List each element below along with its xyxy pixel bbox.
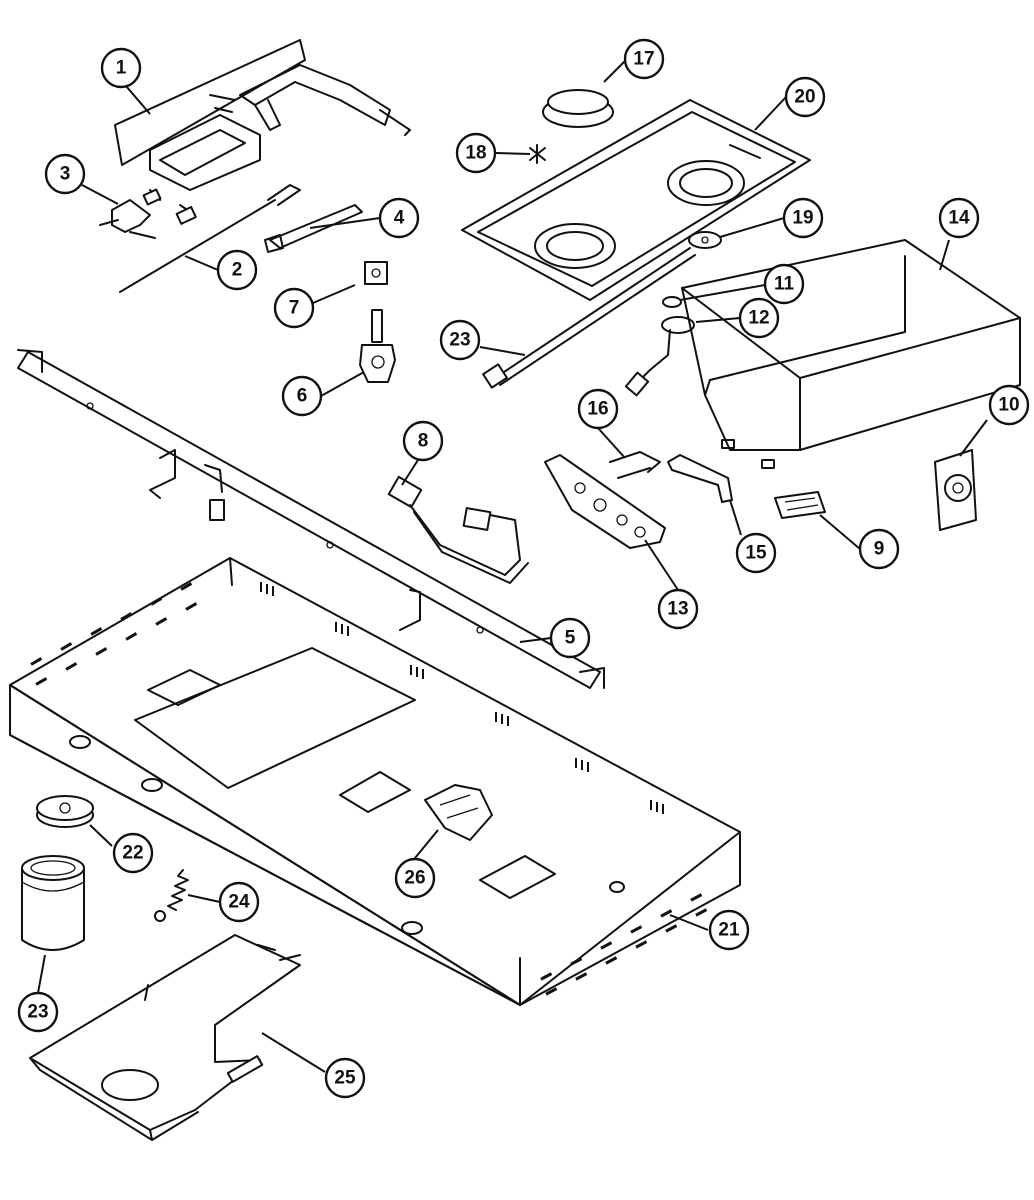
svg-text:15: 15 [745, 543, 767, 564]
spring-clip-part [529, 144, 546, 164]
callout-8: 8 [402, 420, 444, 462]
long-rail-part [17, 349, 605, 689]
callout-17: 17 [623, 38, 665, 80]
svg-text:18: 18 [465, 143, 486, 164]
callout-23-upper: 23 [439, 319, 481, 361]
svg-text:2: 2 [232, 260, 243, 281]
cylinder-part [21, 855, 85, 951]
callout-23-lower: 23 [17, 991, 59, 1033]
supply-tube-part [387, 475, 529, 584]
burner-assembly-part [114, 39, 411, 225]
svg-text:23: 23 [449, 330, 470, 351]
leader-lines [37, 60, 988, 1073]
bracket-clip-part [424, 784, 493, 841]
orifice-fitting-part [624, 316, 695, 397]
svg-text:17: 17 [633, 49, 654, 70]
callout-5: 5 [549, 617, 591, 659]
clip-part [364, 261, 388, 285]
svg-text:5: 5 [565, 628, 576, 649]
callout-1: 1 [100, 47, 142, 89]
svg-text:26: 26 [404, 868, 425, 889]
base-chassis-part [9, 557, 741, 1006]
svg-text:23: 23 [27, 1002, 48, 1023]
orifice-holder-part [688, 231, 722, 249]
svg-text:9: 9 [874, 539, 885, 560]
svg-text:20: 20 [794, 87, 815, 108]
svg-text:8: 8 [418, 431, 429, 452]
drip-tray-part [681, 239, 1021, 469]
svg-text:22: 22 [122, 843, 143, 864]
svg-text:16: 16 [587, 399, 608, 420]
callout-18: 18 [455, 132, 497, 174]
svg-text:11: 11 [774, 274, 795, 295]
vent-slots-top [260, 582, 664, 814]
callout-4: 4 [378, 197, 420, 239]
front-bracket-part [544, 454, 666, 549]
gas-valve-part [359, 309, 396, 383]
svg-text:19: 19 [792, 208, 813, 229]
callout-20: 20 [784, 76, 826, 118]
cap-ring-part [36, 795, 94, 828]
burner-cap-part [542, 89, 614, 128]
svg-text:3: 3 [60, 164, 71, 185]
callout-13: 13 [657, 588, 699, 630]
vent-slots-left [30, 582, 198, 686]
callout-10: 10 [988, 384, 1030, 426]
svg-text:7: 7 [289, 298, 300, 319]
callout-12: 12 [738, 297, 780, 339]
svg-text:1: 1 [116, 58, 127, 79]
svg-text:25: 25 [334, 1068, 356, 1089]
spark-electrode-part [609, 451, 661, 479]
knob-housing-part [934, 449, 977, 531]
svg-text:21: 21 [718, 920, 740, 941]
callout-15: 15 [735, 532, 777, 574]
svg-text:12: 12 [748, 308, 769, 329]
bottom-shield-part [29, 934, 301, 1141]
callout-21: 21 [708, 909, 750, 951]
svg-text:4: 4 [394, 208, 405, 229]
callout-24: 24 [218, 881, 260, 923]
vent-slots-right [540, 893, 708, 996]
svg-text:10: 10 [998, 395, 1019, 416]
callout-26: 26 [394, 857, 436, 899]
callout-22: 22 [112, 832, 154, 874]
svg-text:13: 13 [667, 599, 688, 620]
callout-6: 6 [281, 375, 323, 417]
callout-14: 14 [938, 197, 980, 239]
callout-11: 11 [763, 263, 805, 305]
callout-2: 2 [216, 249, 258, 291]
callout-3: 3 [44, 153, 86, 195]
callout-25: 25 [324, 1057, 366, 1099]
spring-part [154, 869, 189, 922]
mounting-strap-part [667, 454, 733, 503]
callout-19: 19 [782, 197, 824, 239]
connector-part [774, 491, 826, 519]
callout-7: 7 [273, 287, 315, 329]
svg-text:24: 24 [228, 892, 250, 913]
cooktop-panel-part [461, 99, 811, 301]
callout-16: 16 [577, 388, 619, 430]
washer-part [662, 296, 682, 308]
rod-part [119, 184, 301, 293]
igniter-bracket-part [99, 199, 156, 239]
gas-tube-part [482, 247, 696, 389]
bracket-bar-part [264, 204, 363, 253]
svg-text:14: 14 [948, 208, 970, 229]
svg-text:6: 6 [297, 386, 308, 407]
callout-9: 9 [858, 528, 900, 570]
